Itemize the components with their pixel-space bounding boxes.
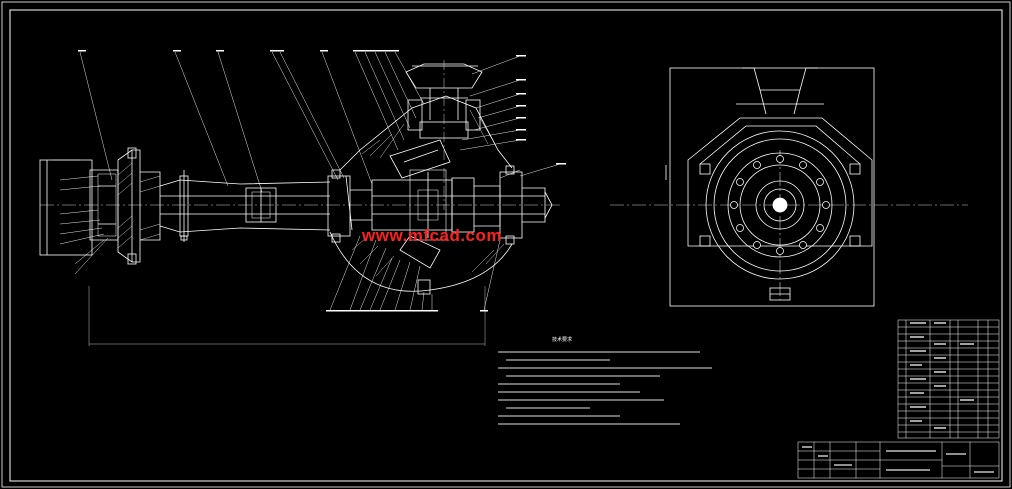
section-view [39, 50, 566, 346]
title-block [797, 441, 1000, 479]
side-view [610, 67, 968, 307]
parts-list [897, 319, 1000, 439]
technical-requirements [498, 351, 712, 425]
watermark: www.mfcad.com [362, 226, 503, 245]
technical-requirements-title: 技术要求 [552, 337, 573, 343]
